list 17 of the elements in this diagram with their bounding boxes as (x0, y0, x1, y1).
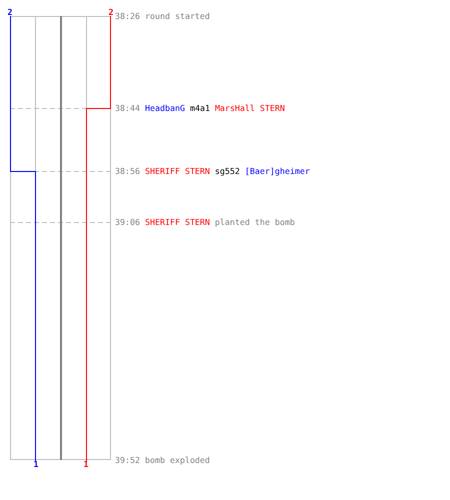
timestamp: 38:26 (115, 12, 140, 20)
player-count: 2 (8, 8, 12, 17)
player-name: [Baer]gheimer (244, 166, 310, 176)
event-text: planted the bomb (214, 218, 295, 226)
player-count: 2 (108, 8, 114, 17)
weapon-name: sg552 (214, 166, 240, 176)
timestamp: 39:06 (115, 218, 140, 226)
player-name: HeadbanG (144, 104, 185, 112)
event-text: round started (144, 12, 210, 20)
player-name: MarsHall STERN (214, 104, 285, 112)
player-name: SHERIFF STERN (144, 218, 210, 226)
timestamp: 38:56 (115, 166, 140, 176)
timestamp: 38:44 (115, 104, 140, 112)
player-name: SHERIFF STERN (144, 166, 210, 176)
event-text: bomb exploded (144, 456, 210, 464)
weapon-name: m4a1 (190, 104, 210, 112)
timestamp: 39:52 (115, 456, 140, 464)
